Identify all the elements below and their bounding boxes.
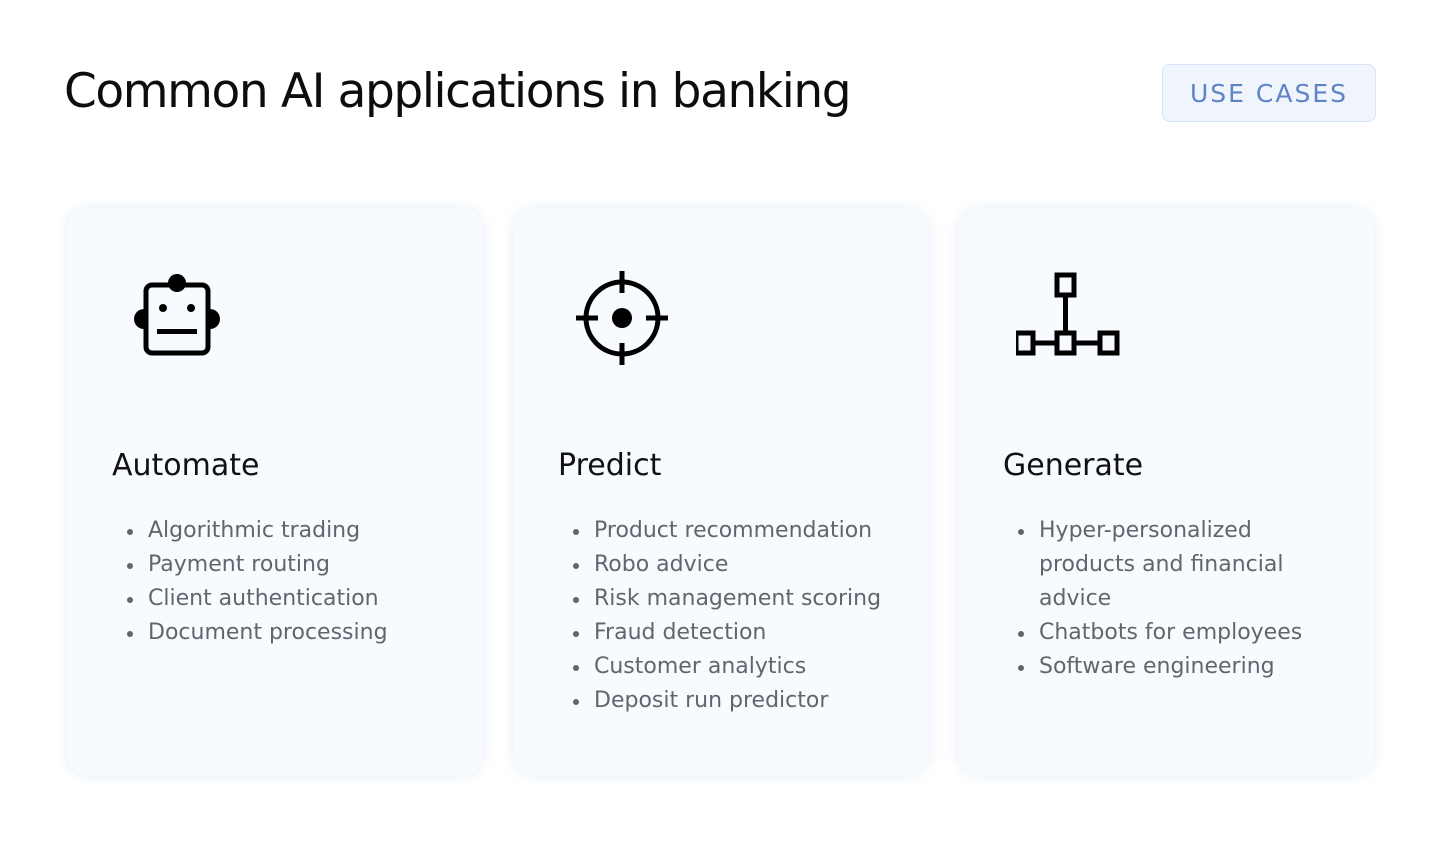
list-item: Hyper-personalized products and financia… — [1016, 514, 1346, 616]
list-item: Software engineering — [1016, 650, 1346, 684]
page-title: Common AI applications in banking — [64, 64, 852, 119]
list-item: Product recommendation — [571, 514, 916, 548]
list-item: Payment routing — [125, 548, 470, 582]
list-item: Chatbots for employees — [1016, 616, 1346, 650]
use-case-list: Hyper-personalized products and financia… — [1016, 514, 1346, 684]
list-item: Client authentication — [125, 582, 470, 616]
card-generate: Generate Hyper-personalized products and… — [958, 208, 1374, 776]
card-title: Predict — [558, 448, 662, 483]
robot-icon — [125, 270, 229, 374]
list-item: Risk management scoring — [571, 582, 916, 616]
crosshair-icon — [571, 270, 675, 374]
card-automate: Automate Algorithmic trading Payment rou… — [67, 208, 483, 776]
card-title: Generate — [1003, 448, 1144, 483]
list-item: Algorithmic trading — [125, 514, 470, 548]
list-item: Deposit run predictor — [571, 684, 916, 718]
network-icon — [1016, 270, 1120, 374]
list-item: Customer analytics — [571, 650, 916, 684]
list-item: Document processing — [125, 616, 470, 650]
list-item: Robo advice — [571, 548, 916, 582]
use-cases-tag: USE CASES — [1162, 64, 1376, 122]
use-case-list: Algorithmic trading Payment routing Clie… — [125, 514, 470, 650]
use-case-list: Product recommendation Robo advice Risk … — [571, 514, 916, 718]
card-predict: Predict Product recommendation Robo advi… — [513, 208, 929, 776]
card-title: Automate — [112, 448, 260, 483]
list-item: Fraud detection — [571, 616, 916, 650]
